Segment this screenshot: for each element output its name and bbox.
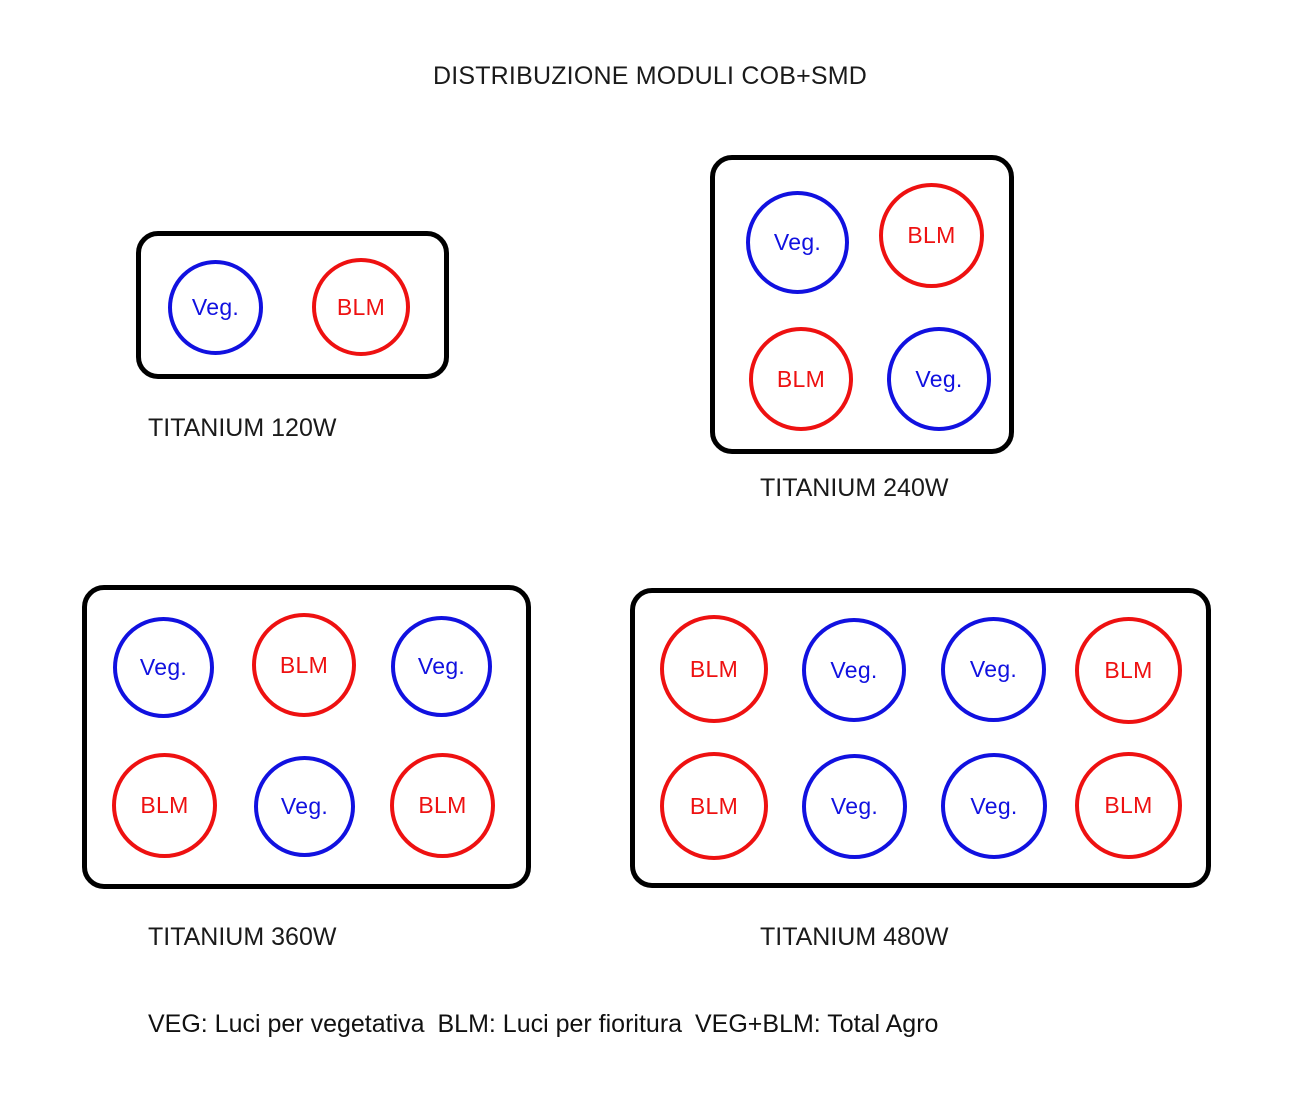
module-veg: Veg. [168, 260, 263, 355]
module-veg: Veg. [941, 617, 1046, 722]
module-blm: BLM [1075, 617, 1182, 724]
module-blm: BLM [749, 327, 853, 431]
panel-label-titanium-240w: TITANIUM 240W [760, 474, 949, 502]
module-blm: BLM [252, 613, 356, 717]
module-veg: Veg. [802, 618, 906, 722]
legend-total: VEG+BLM: Total Agro [695, 1010, 939, 1038]
module-veg: Veg. [887, 327, 991, 431]
panel-titanium-360w: Veg. BLM Veg. BLM Veg. BLM [82, 585, 531, 889]
module-veg: Veg. [113, 617, 214, 718]
module-veg: Veg. [391, 616, 492, 717]
legend-veg: VEG: Luci per vegetativa [148, 1010, 425, 1038]
page-title: DISTRIBUZIONE MODULI COB+SMD [432, 62, 868, 90]
panel-label-titanium-480w: TITANIUM 480W [760, 923, 949, 951]
legend: VEG: Luci per vegetativa BLM: Luci per f… [148, 1010, 944, 1039]
module-blm: BLM [660, 752, 768, 860]
module-blm: BLM [1075, 752, 1182, 859]
panel-label-titanium-120w: TITANIUM 120W [148, 414, 337, 442]
module-blm: BLM [112, 753, 217, 858]
module-veg: Veg. [746, 191, 849, 294]
module-blm: BLM [879, 183, 984, 288]
module-veg: Veg. [254, 756, 355, 857]
panel-titanium-120w: Veg. BLM [136, 231, 449, 379]
module-veg: Veg. [941, 753, 1047, 859]
legend-blm: BLM: Luci per fioritura [437, 1010, 683, 1038]
module-blm: BLM [390, 753, 495, 858]
panel-titanium-240w: Veg. BLM BLM Veg. [710, 155, 1014, 454]
module-blm: BLM [660, 615, 768, 723]
panel-label-titanium-360w: TITANIUM 360W [148, 923, 337, 951]
panel-titanium-480w: BLM Veg. Veg. BLM BLM Veg. Veg. BLM [630, 588, 1211, 888]
module-veg: Veg. [802, 754, 907, 859]
module-blm: BLM [312, 258, 410, 356]
